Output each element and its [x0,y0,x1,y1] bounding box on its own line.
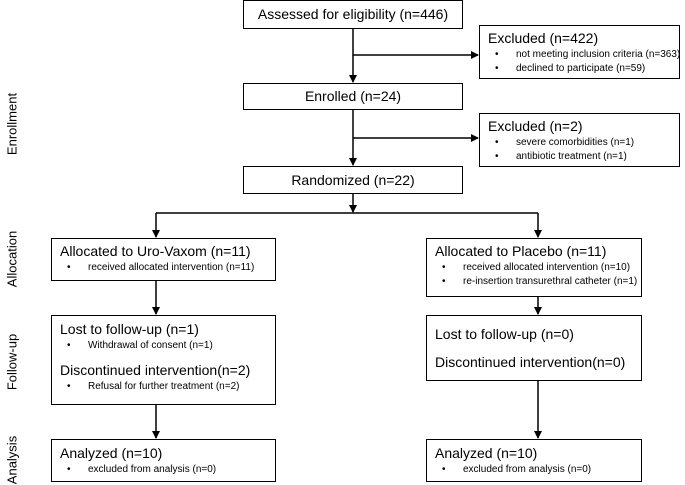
excluded1-item: declined to participate (n=59) [488,62,679,76]
left-allocated-title: Allocated to Uro-Vaxom (n=11) [60,243,251,259]
right-analyzed-title: Analyzed (n=10) [435,445,538,461]
assessed-box: Assessed for eligibility (n=446) [243,0,463,29]
left-discontinued-title: Discontinued intervention(n=2) [60,362,251,378]
right-lost-title: Lost to follow-up (n=0) [435,326,574,342]
excluded2-title: Excluded (n=2) [488,118,583,134]
right-analyzed-item: excluded from analysis (n=0) [435,463,641,477]
left-lost-title: Lost to follow-up (n=1) [60,321,199,337]
stage-label-enrollment: Enrollment [4,92,20,156]
left-lost-item: Withdrawal of consent (n=1) [60,339,275,353]
right-analyzed-box: Analyzed (n=10) excluded from analysis (… [426,439,642,482]
left-discontinued-item: Refusal for further treatment (n=2) [60,380,275,394]
right-followup-box: Lost to follow-up (n=0) Discontinued int… [426,315,642,381]
right-allocated-title: Allocated to Placebo (n=11) [435,243,607,259]
left-allocated-item: received allocated intervention (n=11) [60,261,275,275]
excluded1-item: not meeting inclusion criteria (n=363) [488,48,680,62]
right-allocated-item: received allocated intervention (n=10) [435,261,641,275]
excluded2-box: Excluded (n=2) severe comorbidities (n=1… [479,113,680,167]
assessed-text: Assessed for eligibility (n=446) [257,6,449,22]
randomized-box: Randomized (n=22) [243,166,463,194]
enrolled-box: Enrolled (n=24) [243,83,463,110]
left-allocated-box: Allocated to Uro-Vaxom (n=11) received a… [51,238,276,281]
right-allocated-box: Allocated to Placebo (n=11) received all… [426,238,642,297]
stage-label-analysis: Analysis [4,435,20,485]
excluded1-title: Excluded (n=422) [488,30,599,46]
stage-label-followup: Follow-up [4,333,20,391]
excluded1-box: Excluded (n=422) not meeting inclusion c… [479,25,680,79]
right-discontinued-title: Discontinued intervention(n=0) [435,354,626,370]
stage-label-allocation: Allocation [4,230,20,288]
excluded2-item: severe comorbidities (n=1) [488,136,679,150]
left-analyzed-title: Analyzed (n=10) [60,445,163,461]
left-analyzed-item: excluded from analysis (n=0) [60,463,275,477]
left-analyzed-box: Analyzed (n=10) excluded from analysis (… [51,439,276,482]
left-followup-box: Lost to follow-up (n=1) Withdrawal of co… [51,315,276,405]
excluded2-item: antibiotic treatment (n=1) [488,150,679,164]
randomized-text: Randomized (n=22) [291,171,415,188]
enrolled-text: Enrolled (n=24) [304,88,402,104]
right-allocated-item: re-insertion transurethral catheter (n=1… [435,275,641,289]
